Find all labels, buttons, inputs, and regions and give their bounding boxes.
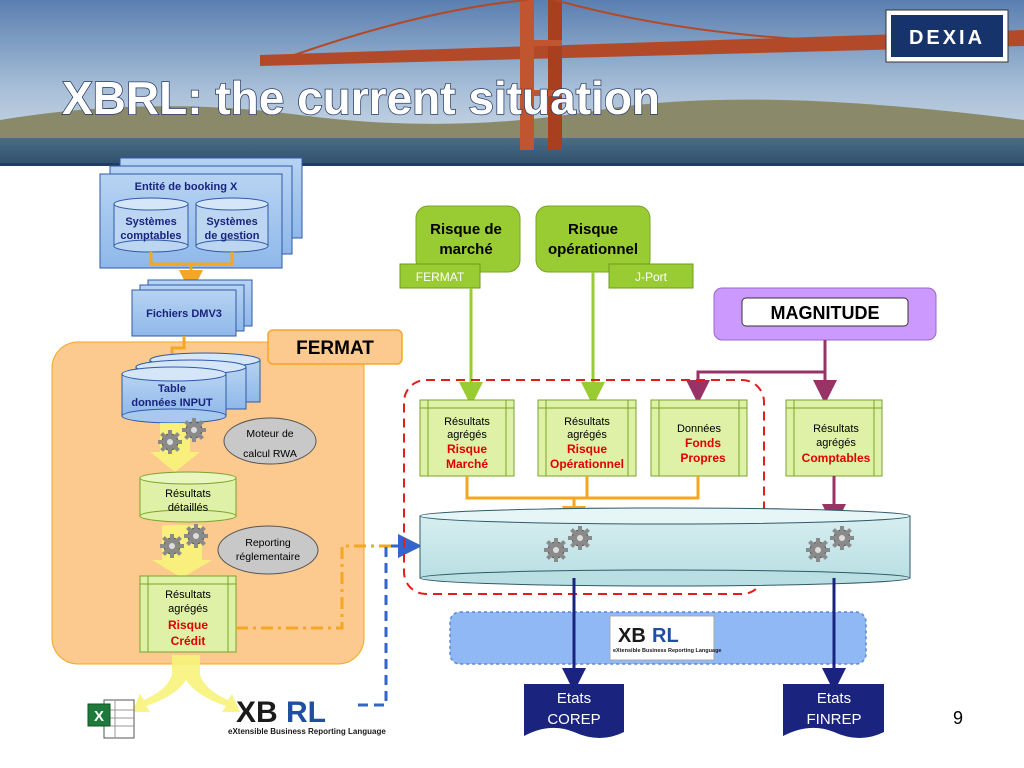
box-marche-l2: agrégés — [447, 429, 487, 441]
xbrl-logo-left-xb: XB — [236, 696, 278, 729]
gear-icon-3 — [159, 533, 185, 559]
jport-tag — [608, 263, 694, 289]
etats-finrep-doc — [783, 684, 884, 738]
connector-systems-fichiers — [149, 252, 234, 282]
gear-icon-7 — [805, 537, 831, 563]
table-input-line2: données INPUT — [131, 397, 213, 409]
red-dashed-region — [403, 379, 765, 595]
fichiers-dmv3-stack — [131, 279, 253, 337]
gear-icon-5 — [543, 537, 569, 563]
header-banner — [0, 0, 1024, 166]
risque-marche-box — [415, 205, 521, 273]
res-credit-red2: Crédit — [171, 634, 206, 648]
xbrl-logo-left: XB RL eXtensible Business Reporting Lang… — [228, 696, 386, 736]
sys-comptables-line2: comptables — [120, 230, 181, 242]
jport-tag-text: J-Port — [635, 270, 668, 284]
risque-oper-box — [535, 205, 651, 273]
box-fonds-l1: Données — [677, 423, 722, 435]
sys-gestion-line1: Systèmes — [206, 216, 257, 228]
gear-icon-2 — [181, 417, 207, 443]
gear-icon-6 — [567, 525, 593, 551]
xbrl-band-xb: XB — [618, 625, 646, 647]
table-input-line1: Table — [158, 383, 186, 395]
box-compt-l1: Résultats — [813, 423, 859, 435]
reporting-line1: Reporting — [245, 537, 291, 549]
sys-comptables-line1: Systèmes — [125, 216, 176, 228]
box-oper — [537, 399, 637, 477]
etats-finrep-l2: FINREP — [806, 711, 861, 728]
svg-text:X: X — [94, 708, 104, 725]
xbrl-band-logo-bg — [609, 615, 715, 661]
box-fonds-r2: Propres — [680, 451, 726, 465]
etats-finrep-l1: Etats — [817, 690, 851, 707]
moteur-ellipse — [223, 417, 317, 465]
fermat-tag-text: FERMAT — [416, 270, 465, 284]
res-credit-line1: Résultats — [165, 589, 211, 601]
resultats-detailles-db — [139, 471, 237, 523]
box-oper-l2: agrégés — [567, 429, 607, 441]
xbrl-band-rl: RL — [652, 625, 679, 647]
fichiers-dmv3-label: Fichiers DMV3 — [146, 308, 222, 320]
xbrl-logo-left-rl: RL — [286, 696, 326, 729]
box-compt-r1: Comptables — [802, 451, 871, 465]
xbrl-band-sub: eXtensible Business Reporting Language — [613, 648, 722, 654]
gear-icon — [157, 429, 183, 455]
box-oper-r2: Opérationnel — [550, 457, 624, 471]
xbrl-logo-left-sub: eXtensible Business Reporting Language — [228, 727, 386, 736]
magnitude-label: MAGNITUDE — [771, 303, 880, 323]
risque-oper-line2: opérationnel — [548, 241, 638, 258]
box-oper-r1: Risque — [567, 442, 607, 456]
connector-xbrl-cylinder — [358, 534, 422, 707]
sys-gestion-db — [195, 197, 269, 253]
fermat-tag — [399, 263, 481, 289]
box-compt-l2: agrégés — [816, 437, 856, 449]
excel-icon: X — [87, 699, 135, 739]
dexia-logo-text: DEXIA — [909, 27, 985, 49]
connector-magnitude-fonds — [686, 340, 827, 404]
box-compt — [785, 399, 883, 477]
box-oper-l1: Résultats — [564, 416, 610, 428]
res-credit-box — [139, 575, 237, 653]
datawarehouse-cylinder — [419, 507, 911, 587]
gear-icon-8 — [829, 525, 855, 551]
box-fonds — [650, 399, 748, 477]
box-marche-l1: Résultats — [444, 416, 490, 428]
gear-icon-4 — [183, 523, 209, 549]
box-marche — [419, 399, 515, 477]
connector-credit-right — [236, 534, 422, 630]
sys-comptables-db — [113, 197, 189, 253]
etats-corep-l1: Etats — [557, 690, 591, 707]
moteur-line2: calcul RWA — [243, 448, 297, 460]
box-marche-r2: Marché — [446, 457, 488, 471]
split-arrows — [132, 655, 240, 712]
etats-corep-l2: COREP — [547, 711, 600, 728]
etats-corep-doc — [524, 684, 624, 738]
risque-oper-line1: Risque — [568, 221, 618, 238]
table-input-db — [121, 352, 261, 424]
sys-gestion-line2: de gestion — [204, 230, 259, 242]
magnitude-inner — [741, 297, 909, 327]
res-credit-line2: agrégés — [168, 603, 208, 615]
reporting-line2: réglementaire — [236, 551, 300, 563]
entity-booking-title: Entité de booking X — [135, 181, 238, 193]
risque-marche-line1: Risque de — [430, 221, 502, 238]
resultats-detailles-line1: Résultats — [165, 488, 211, 500]
page-number: 9 — [953, 708, 963, 728]
res-credit-red1: Risque — [168, 618, 208, 632]
resultats-detailles-line2: détaillés — [168, 502, 209, 514]
fermat-label-box — [267, 329, 403, 365]
page-title: XBRL: the current situation — [62, 72, 660, 124]
dexia-logo: DEXIA — [885, 9, 1009, 63]
moteur-line1: Moteur de — [246, 428, 293, 440]
box-marche-r1: Risque — [447, 442, 487, 456]
reporting-ellipse — [217, 525, 319, 575]
risque-marche-line2: marché — [439, 241, 492, 258]
fermat-label: FERMAT — [296, 338, 374, 359]
box-fonds-r1: Fonds — [685, 436, 721, 450]
